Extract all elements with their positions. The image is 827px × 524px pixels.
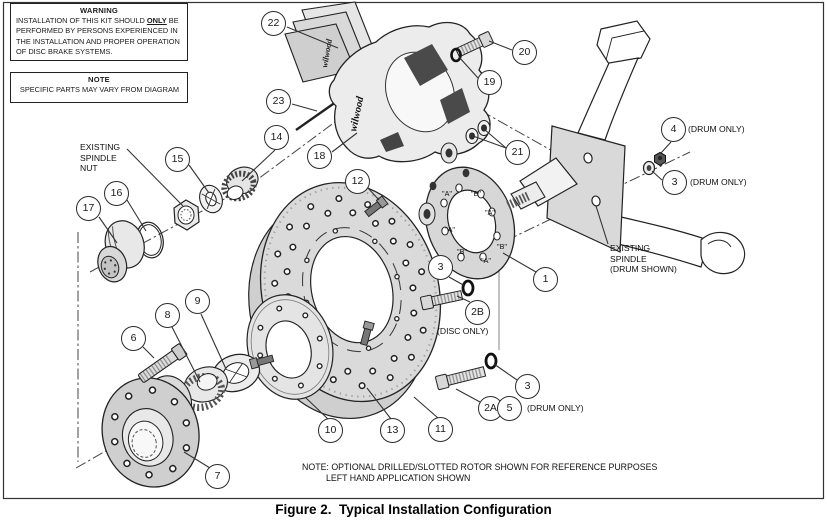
callout-20: 20 [512,40,537,65]
callout-19: 19 [477,70,502,95]
drum-nut-washer [642,151,666,176]
label-drum-only-3: (DRUM ONLY) [690,177,747,187]
spindle-nut [173,199,200,231]
bolt-2b [420,290,464,311]
hole-label-b3: "B" [497,242,507,251]
leader-lines [98,26,672,469]
diagram-border [2,1,825,500]
rotor-hat [246,294,334,400]
callout-2b: 2B [465,300,490,325]
callout-9: 9 [185,289,210,314]
callout-8: 8 [155,303,180,328]
hole-label-a3: "A" [445,225,455,234]
callout-7: 7 [205,464,230,489]
label-existing-spindle-nut: EXISTING SPINDLE NUT [80,142,121,174]
callout-11: 11 [428,417,453,442]
figure-caption: Figure 2. Typical Installation Configura… [275,502,552,517]
hole-label-b1: "B" [471,189,481,198]
caliper-bolt-washer [450,47,462,63]
warning-box: WARNING INSTALLATION OF THIS KIT SHOULD … [10,3,188,61]
caliper [328,21,491,164]
callout-6: 6 [121,326,146,351]
washer-3-disc [461,279,475,297]
note-text: SPECIFIC PARTS MAY VARY FROM DIAGRAM [19,85,180,94]
label-drum-only-4: (DRUM ONLY) [688,124,745,134]
callout-21: 21 [505,140,530,165]
label-drum-only-5: (DRUM ONLY) [527,403,584,413]
washer-3-drum [484,352,498,370]
bolt-2a [435,366,487,391]
hole-label-a2: "A" [485,208,495,217]
callout-4: 4 [661,117,686,142]
small-bolt-12 [364,195,389,218]
small-bolt-a [248,354,275,370]
spindle-washer [199,184,223,214]
label-existing-spindle: EXISTING SPINDLE (DRUM SHOWN) [610,243,677,275]
spindle-pin-tip [505,181,546,211]
small-bolt-b [359,320,375,346]
callout-14: 14 [264,125,289,150]
warning-text-before: INSTALLATION OF THIS KIT SHOULD [16,16,147,25]
callout-3-disc: 3 [428,255,453,280]
bracket-hole-labels: "A" "B" "A" "A" "B" "B" "A" [442,189,507,265]
mounting-bracket [418,166,516,280]
callout-15: 15 [165,147,190,172]
hole-label-a1: "A" [442,189,452,198]
warning-title: WARNING [79,6,119,15]
existing-spindle [519,20,746,275]
callout-12: 12 [345,169,370,194]
callout-3-right: 3 [662,170,687,195]
hub [101,375,200,488]
callout-13: 13 [380,418,405,443]
callout-22: 22 [261,11,286,36]
inner-bearing [178,366,228,412]
warning-text: INSTALLATION OF THIS KIT SHOULD ONLY BE … [11,15,187,58]
hole-label-b2: "B" [457,247,467,256]
outer-bearing [221,166,259,202]
bottom-note-line2: LEFT HAND APPLICATION SHOWN [326,473,471,483]
callout-18: 18 [307,144,332,169]
note-title: NOTE [88,75,110,84]
bottom-note-line1: NOTE: OPTIONAL DRILLED/SLOTTED ROTOR SHO… [302,462,658,472]
hole-label-a4: "A" [481,256,491,265]
callout-17: 17 [76,196,101,221]
callout-3-drum: 3 [515,374,540,399]
warning-text-after: BE PERFORMED BY PERSONS EXPERIENCED IN T… [16,16,180,57]
caliper-bolt [454,31,494,58]
callout-10: 10 [318,418,343,443]
warning-text-emphasis: ONLY [146,16,167,25]
callout-5: 5 [497,396,522,421]
dust-cap [97,220,145,283]
callout-1: 1 [533,267,558,292]
label-disc-only: (DISC ONLY) [437,326,489,336]
callout-16: 16 [104,181,129,206]
callout-23: 23 [266,89,291,114]
note-box: NOTE SPECIFIC PARTS MAY VARY FROM DIAGRA… [10,72,188,103]
